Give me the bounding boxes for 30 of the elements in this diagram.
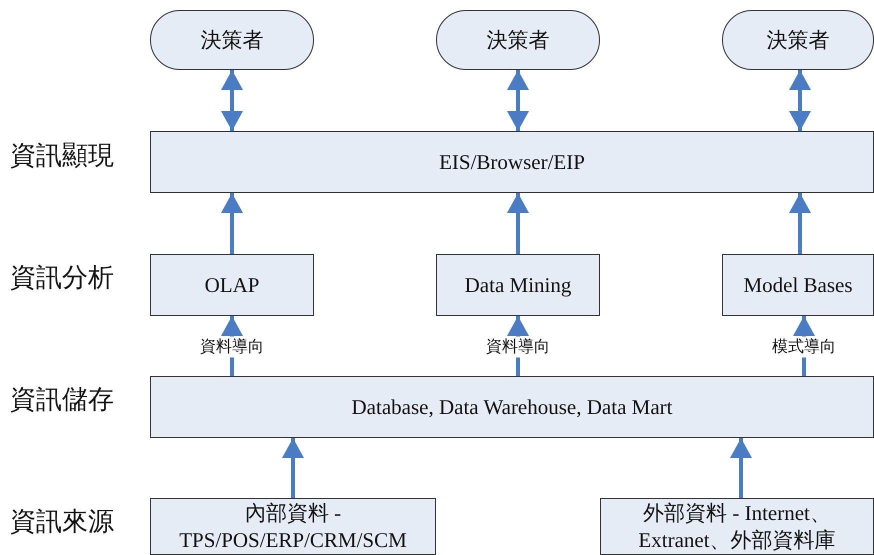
process-box — [722, 254, 874, 316]
process-box — [150, 131, 874, 193]
process-box — [150, 376, 874, 438]
layer-label: 資訊分析 — [10, 262, 114, 294]
arrow — [507, 193, 529, 254]
arrow — [730, 438, 752, 498]
arrow — [507, 70, 529, 131]
process-box — [600, 498, 874, 555]
process-box — [436, 254, 600, 316]
node-text: 外部資料 - Internet、Extranet、外部資料庫 — [637, 500, 837, 553]
node-text: 決策者 — [200, 26, 264, 54]
layer-label: 資訊來源 — [10, 506, 114, 538]
node-text: Data Mining — [464, 272, 572, 298]
process-box — [150, 498, 436, 555]
node-text: OLAP — [204, 272, 260, 298]
process-box — [150, 254, 314, 316]
node-text: Model Bases — [743, 272, 853, 298]
decision-maker-box — [722, 10, 874, 70]
node-text: 決策者 — [486, 26, 550, 54]
layer-label: 資訊顯現 — [10, 140, 114, 172]
node-text: Database, Data Warehouse, Data Mart — [352, 394, 672, 420]
node-text: EIS/Browser/EIP — [439, 148, 585, 176]
node-text: 決策者 — [766, 26, 830, 54]
node-text: 內部資料 - TPS/POS/ERP/CRM/SCM — [178, 500, 408, 553]
arrow — [789, 193, 811, 254]
layer-label: 資訊儲存 — [10, 384, 114, 416]
arrow — [789, 70, 811, 131]
arrow — [221, 193, 243, 254]
arrow — [221, 70, 243, 131]
arrow — [282, 438, 304, 498]
